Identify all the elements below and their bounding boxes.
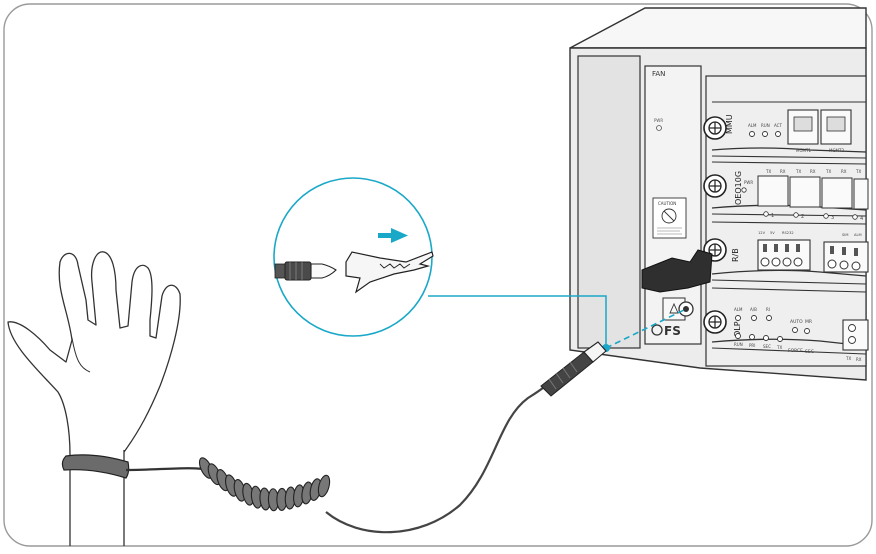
card-olp: OLP ALM A/B RI RUN PRI SEC TX AUTO MR FO… — [703, 287, 869, 362]
mmu-port-label-2: MGMT2 — [829, 148, 844, 153]
oeo-port-number-3: 3 — [831, 215, 834, 221]
oeo-sfp-port-3[interactable] — [821, 177, 853, 209]
oeo-port-label-4: RX — [810, 169, 816, 174]
coiled-cord — [198, 457, 331, 512]
zoom-callout — [273, 177, 610, 352]
esd-jack-hole — [683, 306, 689, 312]
mmu-run-led — [762, 131, 768, 137]
olp-sec-label: SEC — [805, 349, 814, 355]
oeo-port-label-5: TX — [825, 169, 831, 174]
mmu-act-led — [775, 131, 781, 137]
zoom-banana-plug — [274, 261, 337, 281]
olp-led-top-2: A/B — [750, 307, 757, 312]
oeo-pwr-led — [741, 187, 747, 193]
callout-leader-line — [428, 295, 607, 348]
olp-led-bottom-4: TX — [776, 345, 782, 350]
chassis: FAN PWR CAUTION FS — [569, 7, 869, 381]
ground-cable — [325, 379, 553, 534]
ground-plug — [540, 341, 607, 397]
olp-led-bottom-2: PRI — [749, 343, 755, 348]
olp-mr-button[interactable] — [804, 328, 810, 334]
olp-led-bottom-1: RUN — [734, 342, 743, 347]
wrist-band — [61, 454, 130, 479]
olp-lc-port[interactable] — [842, 319, 869, 351]
olp-mr-label: MR — [805, 319, 812, 325]
mmu-alm-led — [749, 131, 755, 137]
oeo-port-number-1: 1 — [771, 213, 774, 219]
ground-symbol-icon — [669, 302, 679, 314]
oeo-port-label-7: TX — [855, 169, 861, 174]
chassis-side-strip — [577, 55, 641, 349]
oeo-port-label-6: RX — [841, 169, 847, 174]
oeo-sfp-port-4[interactable] — [853, 178, 869, 210]
rb-name: R/B — [731, 248, 740, 262]
rb-head-4: SIM — [842, 233, 848, 237]
card-mmu: MMU ALM RUN ACT MGMT1 MGMT2 — [703, 101, 867, 159]
fan-label: FAN — [652, 70, 665, 78]
insertion-guide-line — [605, 309, 685, 349]
pwr-label: PWR — [654, 118, 663, 123]
wrist-strap-assembly — [7, 251, 685, 546]
oeo-port-label-2: RX — [780, 169, 786, 174]
oeo-port-number-4: 4 — [860, 216, 863, 222]
fan-pwr-led — [656, 125, 662, 131]
oeo-port-label-1: TX — [765, 169, 771, 174]
fs-logo-icon — [651, 324, 663, 336]
card-oeo10g: OEO10G PWR TX RX TX RX TX RX TX 1 2 3 4 — [703, 161, 869, 222]
oeo-port-number-2: 2 — [801, 214, 804, 220]
rb-head-2: 5V — [770, 231, 775, 235]
olp-auto-button[interactable] — [792, 327, 798, 333]
olp-led-bottom-3: SEC — [763, 344, 771, 349]
oeo-sfp-port-1[interactable] — [757, 175, 789, 207]
zoom-alligator-clip — [345, 251, 434, 294]
plug-tip — [583, 341, 607, 363]
oeo-name: OEO10G — [734, 171, 743, 205]
mmu-name: MMU — [725, 114, 734, 134]
oeo-pwr-label: PWR — [744, 180, 753, 185]
olp-trx-label-2: RX — [856, 357, 862, 362]
mmu-led-label-1: ALM — [748, 123, 757, 128]
caution-label: CAUTION — [652, 197, 687, 239]
oeo-sfp-port-2[interactable] — [789, 176, 821, 208]
rb-head-3: RS232 — [782, 231, 794, 235]
olp-led-top-3: RI — [766, 307, 770, 312]
card-rb: R/B 12V 5V RS232 SIM ALM — [703, 221, 869, 285]
olp-force-label: FORCE — [788, 348, 803, 354]
oeo-port-label-3: TX — [795, 169, 801, 174]
mmu-led-label-2: RUN — [761, 123, 770, 128]
push-direction-arrow-icon — [378, 228, 408, 243]
olp-name: OLP — [733, 321, 742, 337]
hand-palm-crease — [71, 337, 91, 373]
olp-auto-label: AUTO — [790, 319, 803, 325]
mmu-port-label-1: MGMT1 — [796, 148, 811, 153]
rb-head-5: ALM — [854, 233, 862, 237]
rb-head-1: 12V — [758, 231, 766, 235]
chassis-handle[interactable] — [641, 249, 713, 293]
esd-warning-icon — [661, 208, 677, 224]
olp-trx-label-1: TX — [845, 356, 851, 361]
caution-text: CAUTION — [658, 201, 676, 206]
olp-led-top-1: ALM — [734, 307, 743, 312]
mmu-led-label-3: ACT — [774, 123, 782, 128]
coil-loop — [317, 474, 331, 498]
fs-logo-text: FS — [664, 324, 681, 338]
hand-outline — [7, 251, 181, 456]
